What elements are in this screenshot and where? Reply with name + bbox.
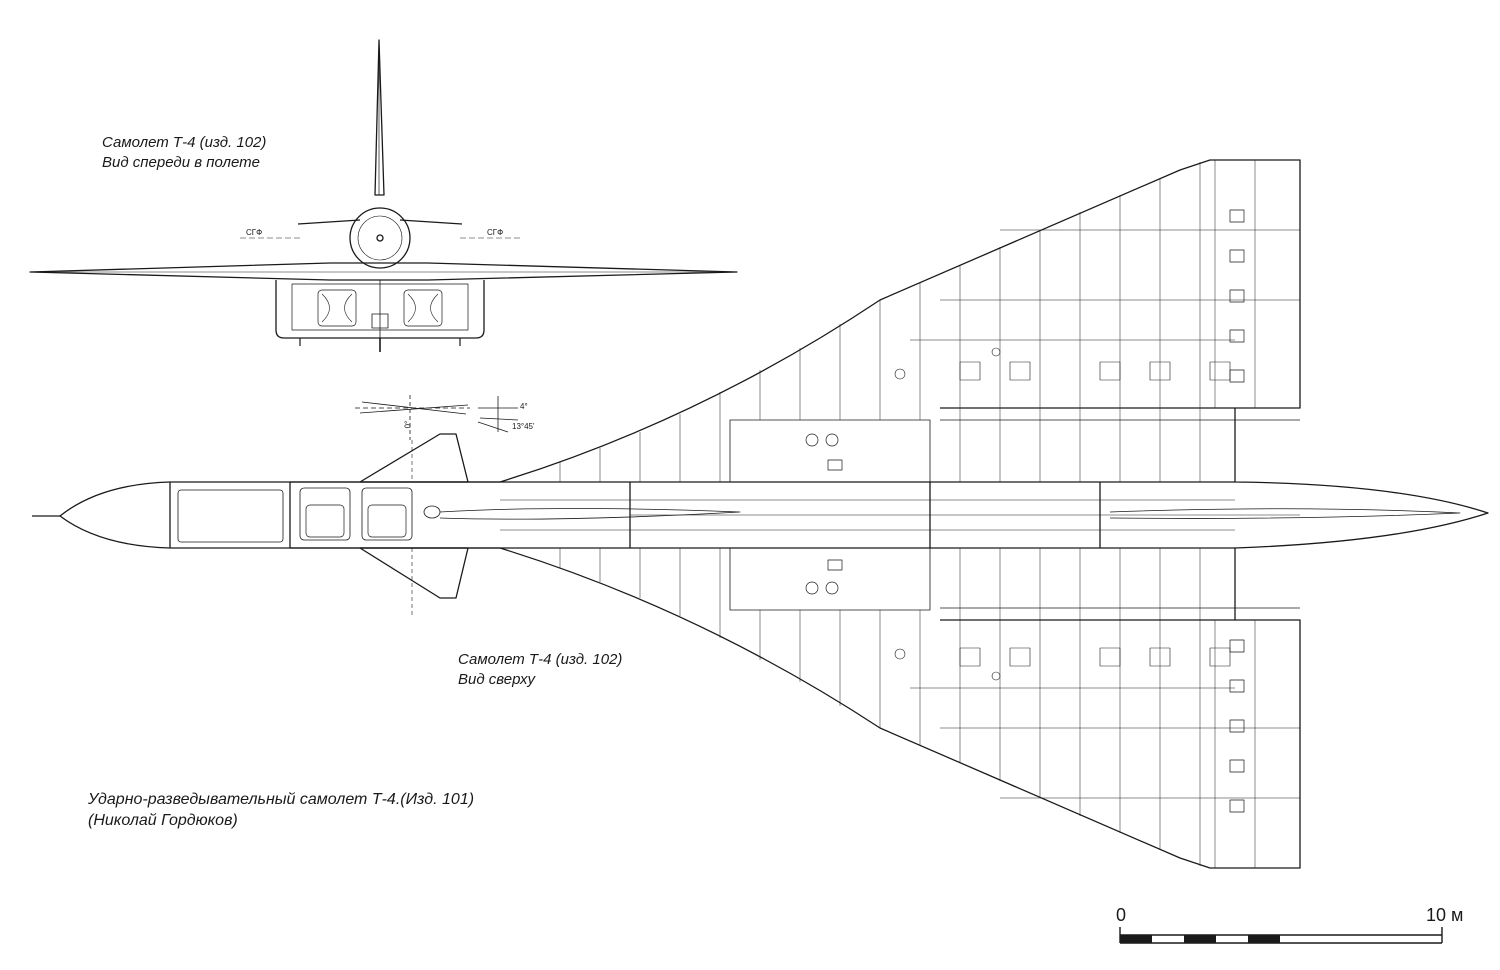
scale-bar — [1119, 927, 1443, 944]
main-caption: Ударно-разведывательный самолет Т-4.(Изд… — [88, 789, 474, 831]
front-view-canard-right — [399, 219, 463, 225]
front-view-wing — [29, 262, 738, 281]
top-view-canard-left — [359, 433, 469, 483]
angle-label-lower: 13°45' — [512, 422, 535, 431]
front-view-subtitle: Вид спереди в полете — [102, 154, 260, 171]
scale-start-label: 0 — [1116, 905, 1127, 925]
sgf-label-right: СГФ — [487, 228, 504, 237]
front-view-canard-left — [297, 219, 361, 225]
author-credit: (Николай Гордюков) — [88, 812, 238, 829]
scale-end-label: 10 м — [1426, 905, 1464, 925]
front-view-fuselage — [349, 207, 411, 269]
top-view-title: Самолет Т-4 (изд. 102) — [458, 651, 623, 668]
top-view — [32, 159, 1489, 869]
main-title: Ударно-разведывательный самолет Т-4.(Изд… — [88, 791, 475, 808]
canard-angle-detail — [355, 395, 519, 440]
top-view-outline — [59, 159, 1489, 869]
front-view-title: Самолет Т-4 (изд. 102) — [102, 134, 267, 151]
front-view-fin — [374, 39, 385, 196]
front-view-caption: Самолет Т-4 (изд. 102) Вид спереди в пол… — [102, 133, 266, 173]
front-view — [29, 39, 738, 352]
scale-bar-fill — [1120, 935, 1280, 943]
angle-label-upper: 4° — [520, 402, 528, 411]
top-view-subtitle: Вид сверху — [458, 671, 535, 688]
angle-label-vertical: 0° — [403, 420, 413, 429]
top-view-canard-right — [359, 547, 469, 599]
top-view-caption: Самолет Т-4 (изд. 102) Вид сверху — [458, 650, 622, 690]
sgf-label-left: СГФ — [246, 228, 263, 237]
